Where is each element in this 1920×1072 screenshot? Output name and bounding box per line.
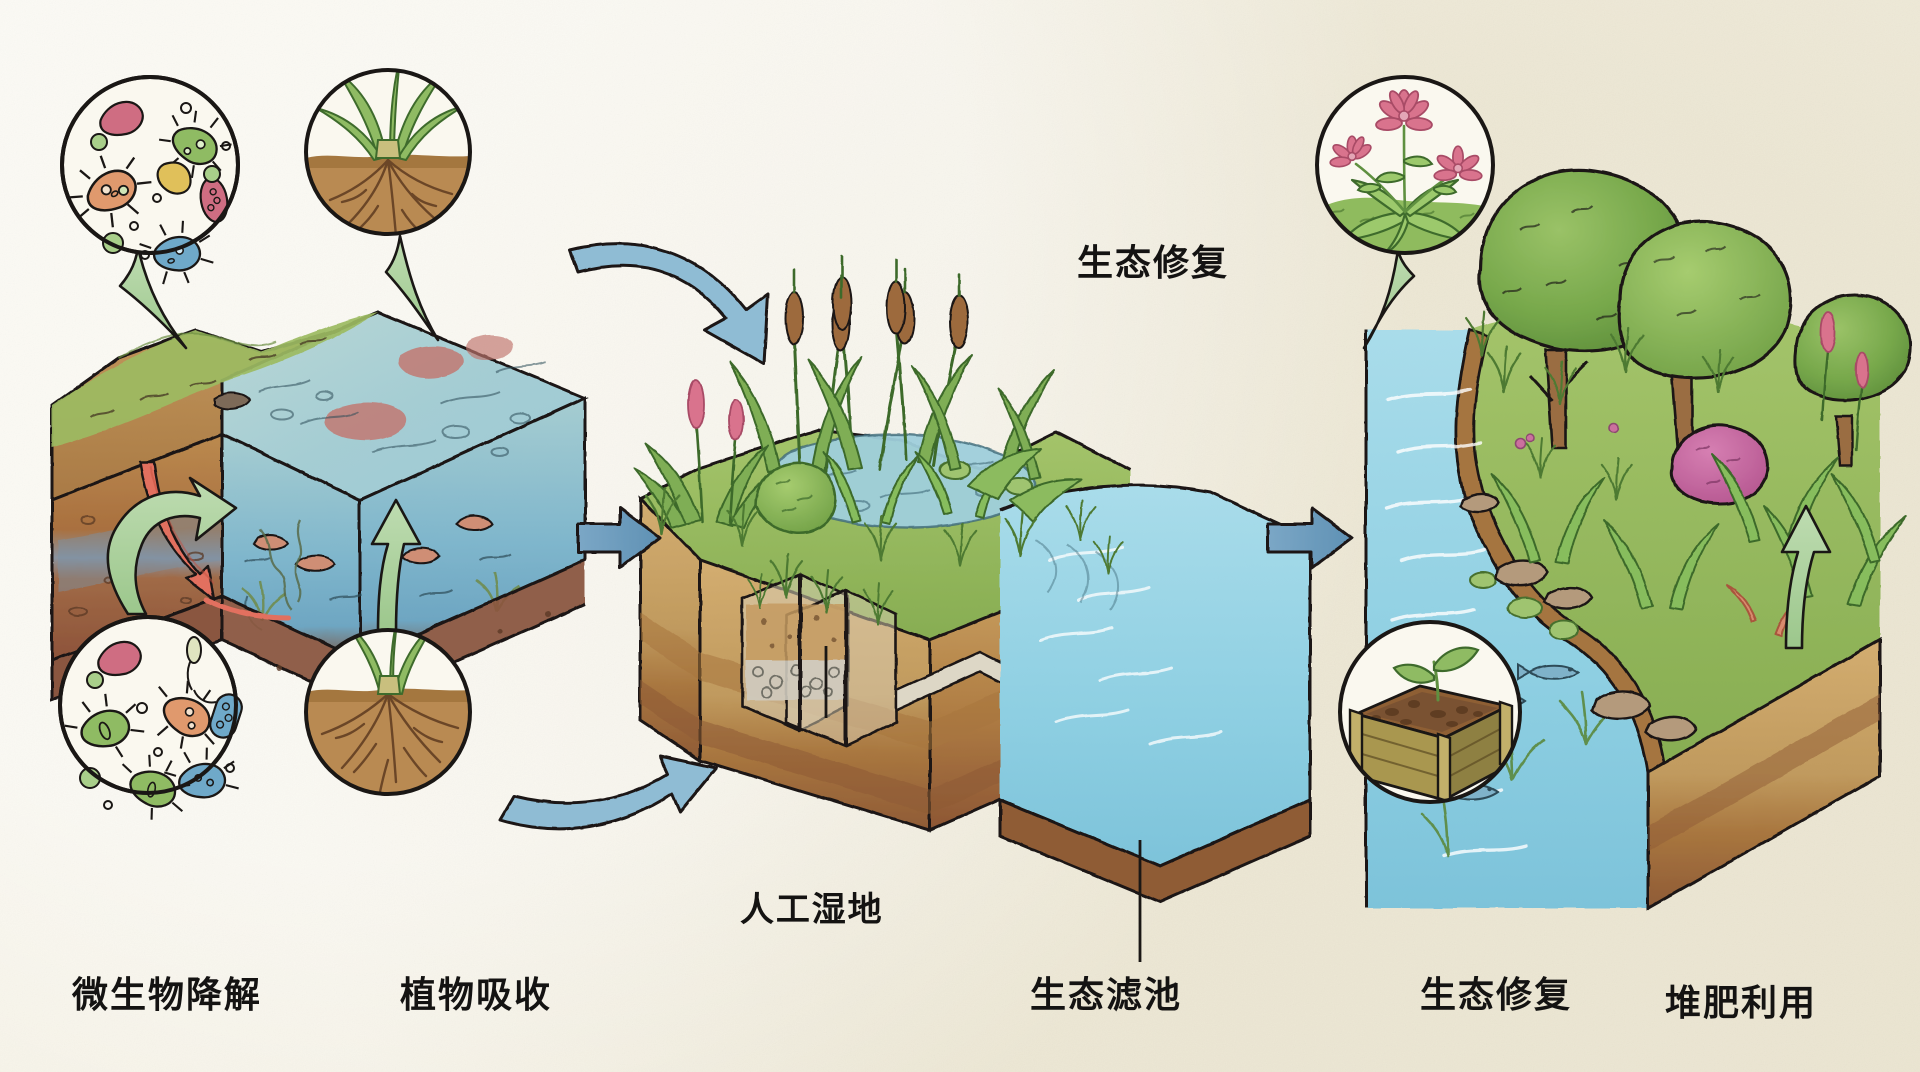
transition-arrow-1[interactable] xyxy=(576,506,662,570)
flower-detail-circle xyxy=(1315,75,1495,255)
label-plant-uptake: 植物吸收 xyxy=(400,974,552,1015)
contamination-plume xyxy=(324,334,514,441)
label-compost-utilization: 堆肥利用 xyxy=(1665,982,1817,1023)
callout-arrow-microbes-top xyxy=(118,246,188,350)
compost-detail-circle xyxy=(1338,620,1522,804)
root-detail-circle xyxy=(304,68,472,236)
label-constructed-wetland: 人工湿地 xyxy=(740,891,884,929)
plant-transfer-arrow[interactable] xyxy=(568,242,770,366)
label-microbial-degradation: 微生物降解 xyxy=(72,974,262,1015)
polluted-soil-block xyxy=(50,310,379,663)
label-top-restoration: 生态修复 xyxy=(1077,242,1229,283)
label-ecological-restoration: 生态修复 xyxy=(1420,974,1572,1015)
callout-arrow-compost xyxy=(1780,504,1832,650)
water-ripples xyxy=(257,361,547,457)
callout-arrow-roots-top xyxy=(384,234,440,342)
panel-constructed-wetland-block xyxy=(633,254,1312,904)
callout-arrow-flowers xyxy=(1362,248,1416,350)
callout-arrow-microbes-bottom xyxy=(106,476,238,616)
wetland-outflow-river xyxy=(998,483,1312,904)
microbe-detail-circle xyxy=(60,75,240,285)
label-filter-pond: 生态滤池 xyxy=(1030,974,1182,1015)
filter-cells xyxy=(740,552,1022,748)
submerged-debris xyxy=(241,514,521,631)
microbe-detail-circle xyxy=(58,615,243,820)
bank-vegetation xyxy=(1465,310,1907,638)
callout-arrow-roots-bottom xyxy=(370,498,422,634)
panel-restored-river-block xyxy=(1364,168,1912,911)
transition-arrow-2[interactable] xyxy=(1266,506,1354,570)
spike-flowers xyxy=(633,379,837,535)
trees xyxy=(1477,168,1912,468)
wetland-vegetation xyxy=(633,254,1124,575)
flower-bloom xyxy=(1329,89,1483,182)
plant-transfer-arrow-lower[interactable] xyxy=(498,754,718,831)
river-stones xyxy=(1458,492,1698,742)
